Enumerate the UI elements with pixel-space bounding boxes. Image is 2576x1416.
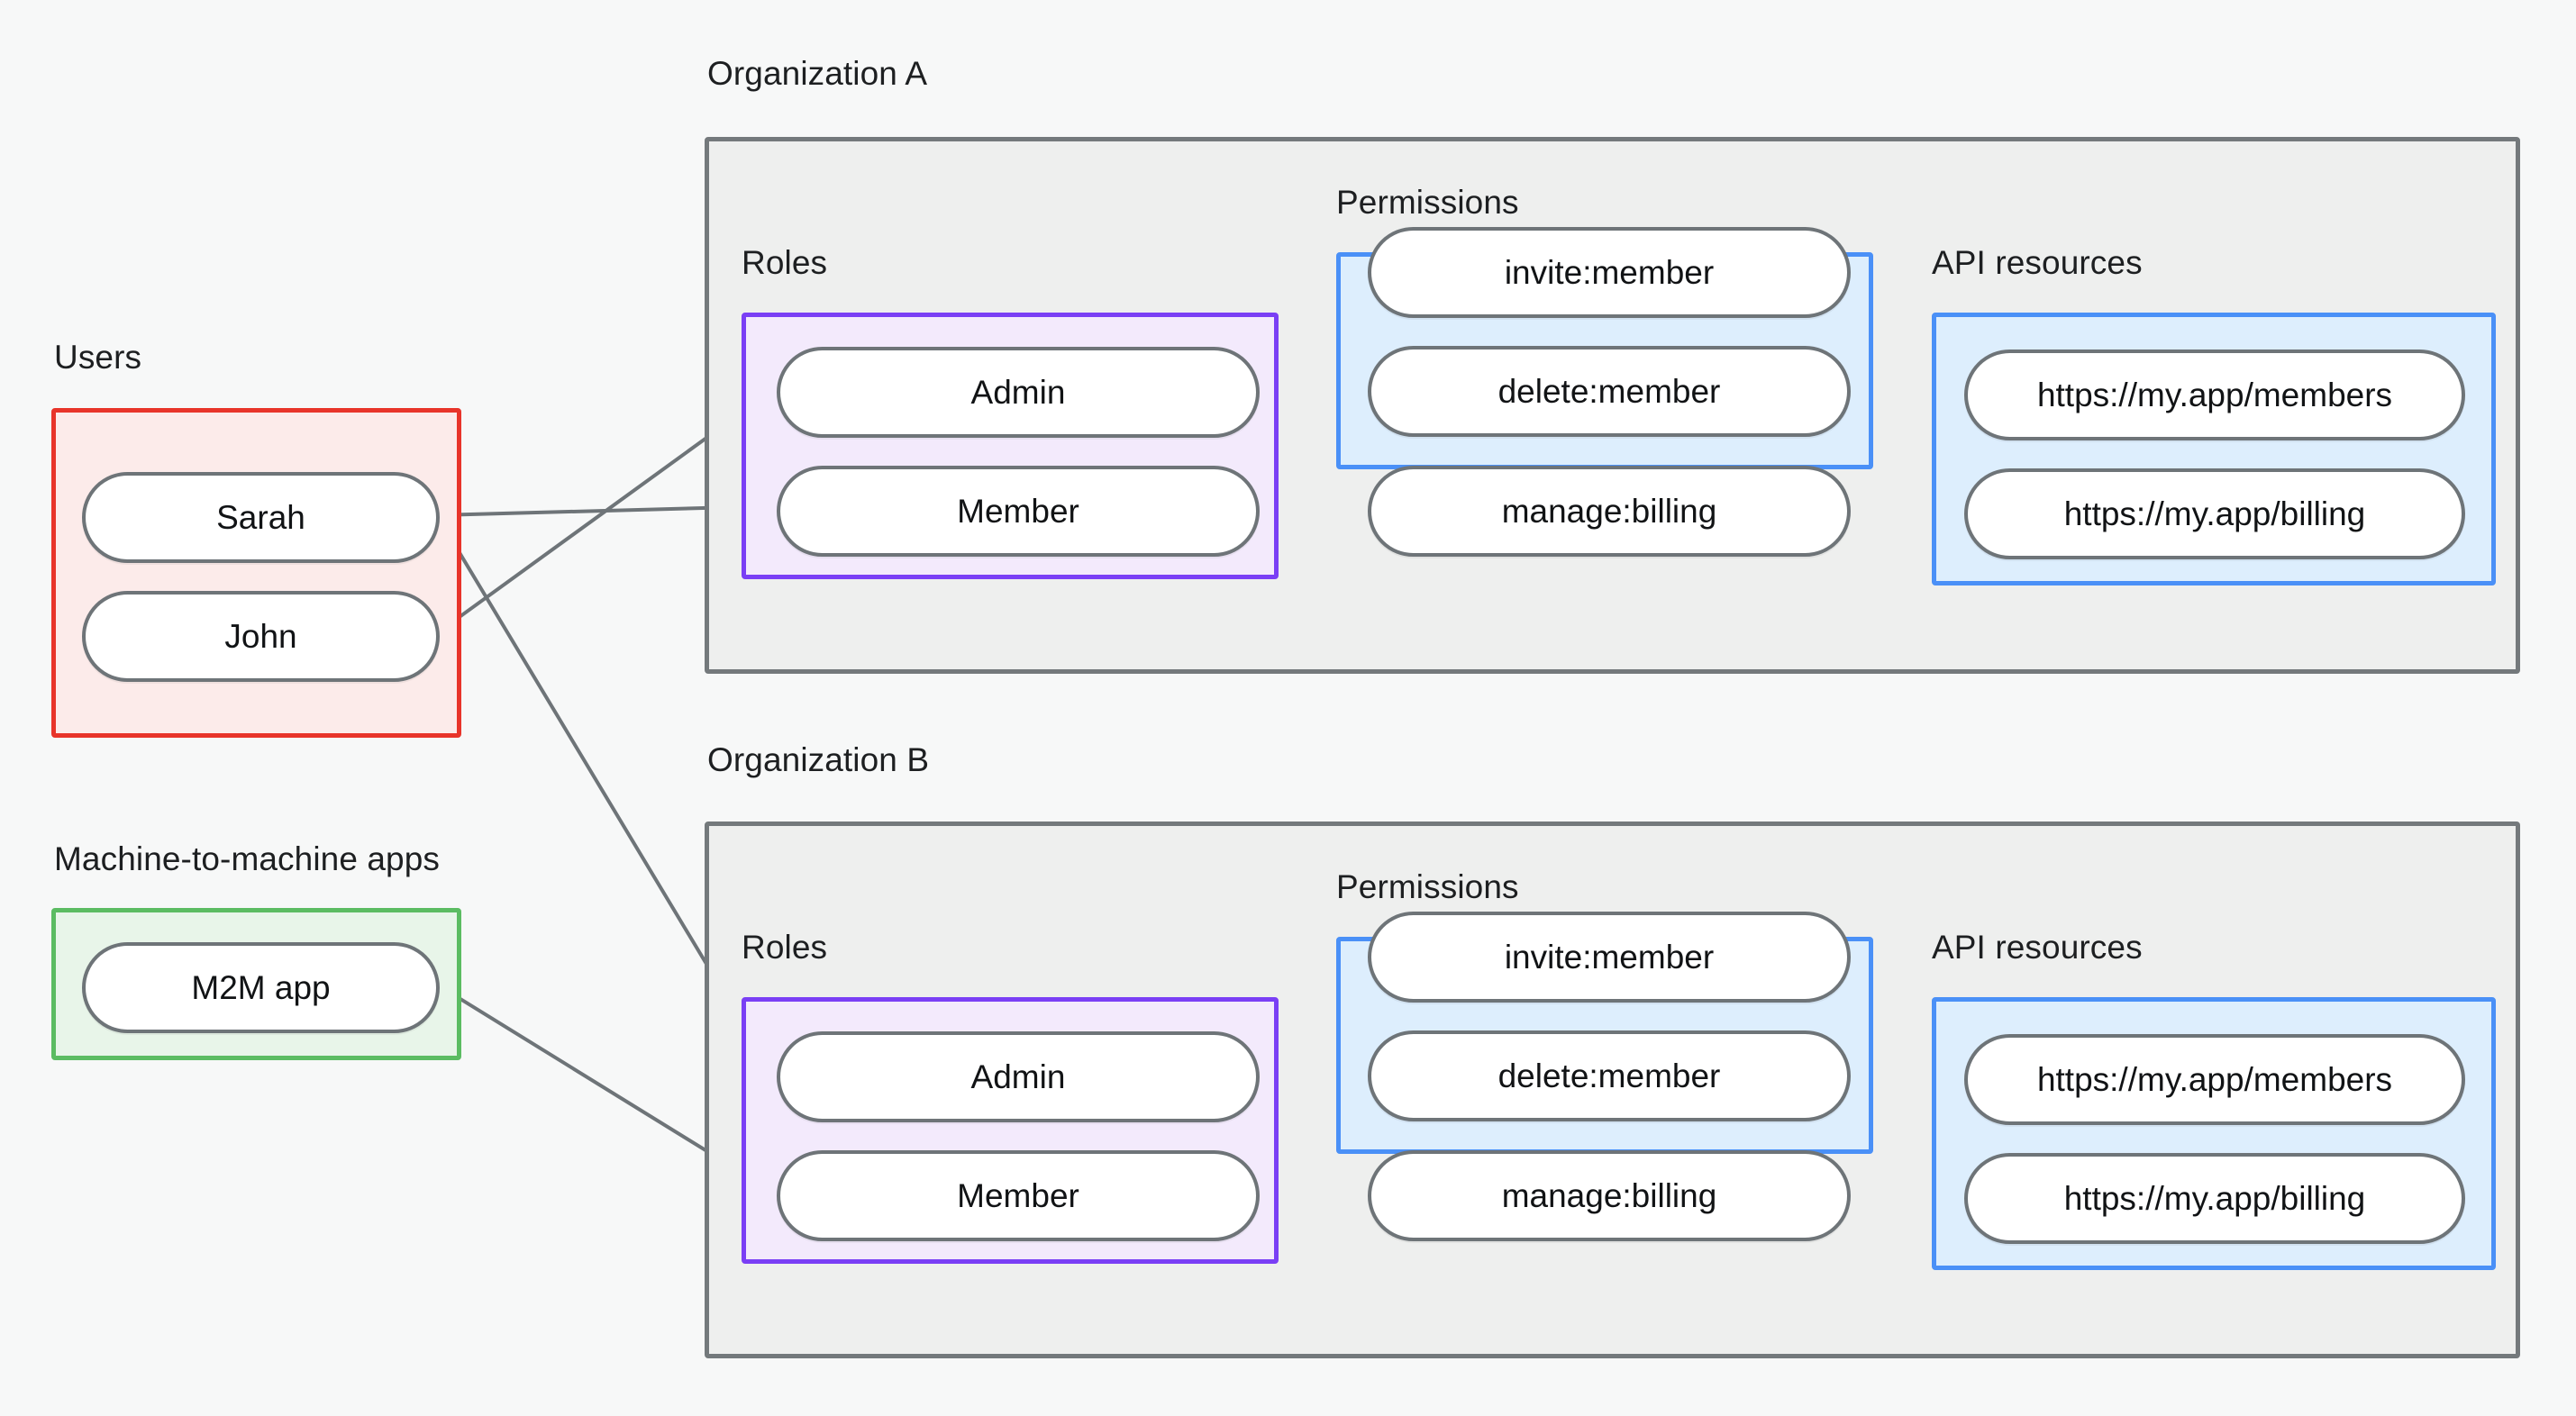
org-b-role-member[interactable]: Member bbox=[777, 1150, 1260, 1241]
org-b-permissions-box: invite:member delete:member manage:billi… bbox=[1336, 912, 1873, 1241]
org-b-permissions-label: Permissions bbox=[1336, 868, 1519, 905]
org-b-role-admin[interactable]: Admin bbox=[777, 1031, 1260, 1122]
org-a-api-resources-label: API resources bbox=[1932, 244, 2143, 281]
org-b-api-resources-box: https://my.app/members https://my.app/bi… bbox=[1932, 997, 2496, 1270]
org-a-role-admin[interactable]: Admin bbox=[777, 347, 1260, 438]
org-b-role-admin-label: Admin bbox=[970, 1057, 1066, 1095]
org-b-api-resource-billing[interactable]: https://my.app/billing bbox=[1964, 1153, 2465, 1244]
org-a-box: Roles Admin Member Permissions invite:me… bbox=[705, 137, 2520, 674]
org-b-label: Organization B bbox=[707, 741, 930, 778]
org-a-role-member[interactable]: Member bbox=[777, 466, 1260, 557]
org-a-permission-delete-member-label: delete:member bbox=[1497, 372, 1721, 410]
org-a-role-admin-label: Admin bbox=[970, 373, 1066, 411]
org-a-label: Organization A bbox=[707, 55, 928, 92]
m2m-node-app-label: M2M app bbox=[191, 968, 331, 1006]
org-b-permission-invite-member[interactable]: invite:member bbox=[1368, 912, 1851, 1003]
org-a-api-resources-box: https://my.app/members https://my.app/bi… bbox=[1932, 313, 2496, 585]
org-a-api-resource-billing-label: https://my.app/billing bbox=[2063, 495, 2366, 532]
org-a-roles-box: Admin Member bbox=[742, 313, 1279, 579]
org-a-permission-manage-billing[interactable]: manage:billing bbox=[1368, 466, 1851, 557]
org-a-permissions-label: Permissions bbox=[1336, 184, 1519, 221]
org-b-permission-delete-member-label: delete:member bbox=[1497, 1057, 1721, 1094]
org-a-permission-manage-billing-label: manage:billing bbox=[1501, 492, 1717, 530]
user-node-sarah-label: Sarah bbox=[216, 498, 305, 536]
org-a-role-member-label: Member bbox=[957, 492, 1079, 530]
user-node-sarah[interactable]: Sarah bbox=[82, 472, 440, 563]
org-a-permissions-box: invite:member delete:member manage:billi… bbox=[1336, 227, 1873, 557]
m2m-group-label: Machine-to-machine apps bbox=[54, 840, 441, 877]
org-a-roles-label: Roles bbox=[742, 244, 828, 281]
org-b-api-resource-members-label: https://my.app/members bbox=[2036, 1060, 2393, 1098]
org-a-api-resource-members-label: https://my.app/members bbox=[2036, 376, 2393, 413]
org-b-api-resource-members[interactable]: https://my.app/members bbox=[1964, 1034, 2465, 1125]
org-b-api-resource-billing-label: https://my.app/billing bbox=[2063, 1179, 2366, 1217]
org-a-permission-invite-member-label: invite:member bbox=[1504, 253, 1715, 291]
users-group-box: Sarah John bbox=[51, 408, 461, 738]
org-b-permission-invite-member-label: invite:member bbox=[1504, 938, 1715, 976]
org-b-permission-manage-billing[interactable]: manage:billing bbox=[1368, 1150, 1851, 1241]
org-a-permission-delete-member[interactable]: delete:member bbox=[1368, 346, 1851, 437]
org-b-permission-manage-billing-label: manage:billing bbox=[1501, 1176, 1717, 1214]
users-group-label: Users bbox=[54, 339, 142, 376]
org-b-box: Roles Admin Member Permissions invite:me… bbox=[705, 821, 2520, 1358]
org-a-api-resource-billing[interactable]: https://my.app/billing bbox=[1964, 468, 2465, 559]
org-b-roles-label: Roles bbox=[742, 929, 828, 966]
m2m-group-box: M2M app bbox=[51, 908, 461, 1060]
org-b-roles-box: Admin Member bbox=[742, 997, 1279, 1264]
org-a-permission-invite-member[interactable]: invite:member bbox=[1368, 227, 1851, 318]
org-b-role-member-label: Member bbox=[957, 1176, 1079, 1214]
user-node-john[interactable]: John bbox=[82, 591, 440, 682]
user-node-john-label: John bbox=[224, 617, 297, 655]
org-a-api-resource-members[interactable]: https://my.app/members bbox=[1964, 349, 2465, 440]
org-b-permission-delete-member[interactable]: delete:member bbox=[1368, 1030, 1851, 1121]
m2m-node-app[interactable]: M2M app bbox=[82, 942, 440, 1033]
org-b-api-resources-label: API resources bbox=[1932, 929, 2143, 966]
